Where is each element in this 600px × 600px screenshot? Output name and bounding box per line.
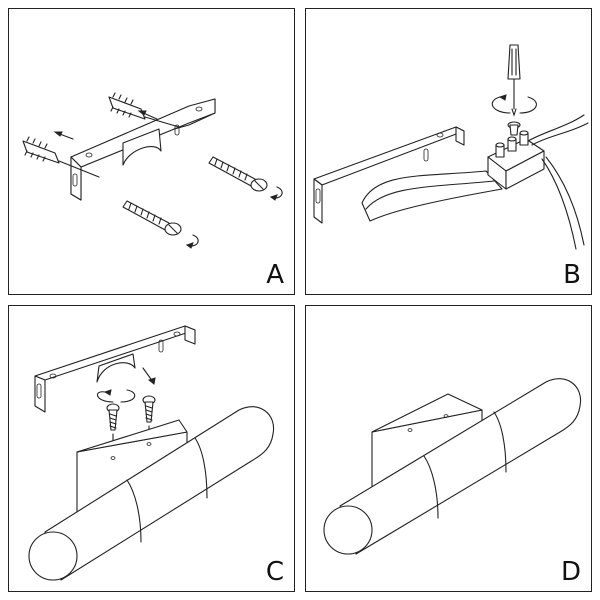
- panel-label: C: [265, 557, 284, 587]
- direction-arrows: [55, 111, 157, 139]
- screw-left: [107, 404, 119, 446]
- panel-label: D: [560, 557, 581, 587]
- step-b-wiring-illustration: [306, 9, 592, 295]
- mounting-bracket: [71, 99, 215, 200]
- mounting-bracket: [35, 326, 195, 412]
- screw-right: [143, 396, 155, 438]
- screw-lower: [123, 201, 198, 248]
- lamp-body: [324, 379, 581, 554]
- lamp-body: [29, 407, 274, 580]
- cable-conduit: [362, 171, 502, 221]
- step-d-finished-lamp-illustration: [306, 306, 592, 592]
- terminal-block: [488, 131, 544, 189]
- wall-plug-upper: [109, 93, 179, 127]
- screwdriver: [492, 45, 536, 115]
- mounting-bracket: [314, 127, 464, 223]
- direction-arrows: [97, 368, 155, 402]
- wall-plug-lower: [23, 137, 99, 177]
- screw-right: [209, 157, 282, 200]
- panel-d: D: [305, 305, 592, 592]
- panel-label: B: [563, 260, 581, 290]
- power-wires: [528, 115, 588, 249]
- panel-a: A: [8, 8, 295, 295]
- panel-label: A: [266, 260, 284, 290]
- panel-c: C: [8, 305, 295, 592]
- step-a-mount-bracket-illustration: [9, 9, 295, 295]
- step-c-attach-lamp-illustration: [9, 306, 295, 592]
- panel-b: B: [305, 8, 592, 295]
- terminal-screw: [508, 122, 520, 135]
